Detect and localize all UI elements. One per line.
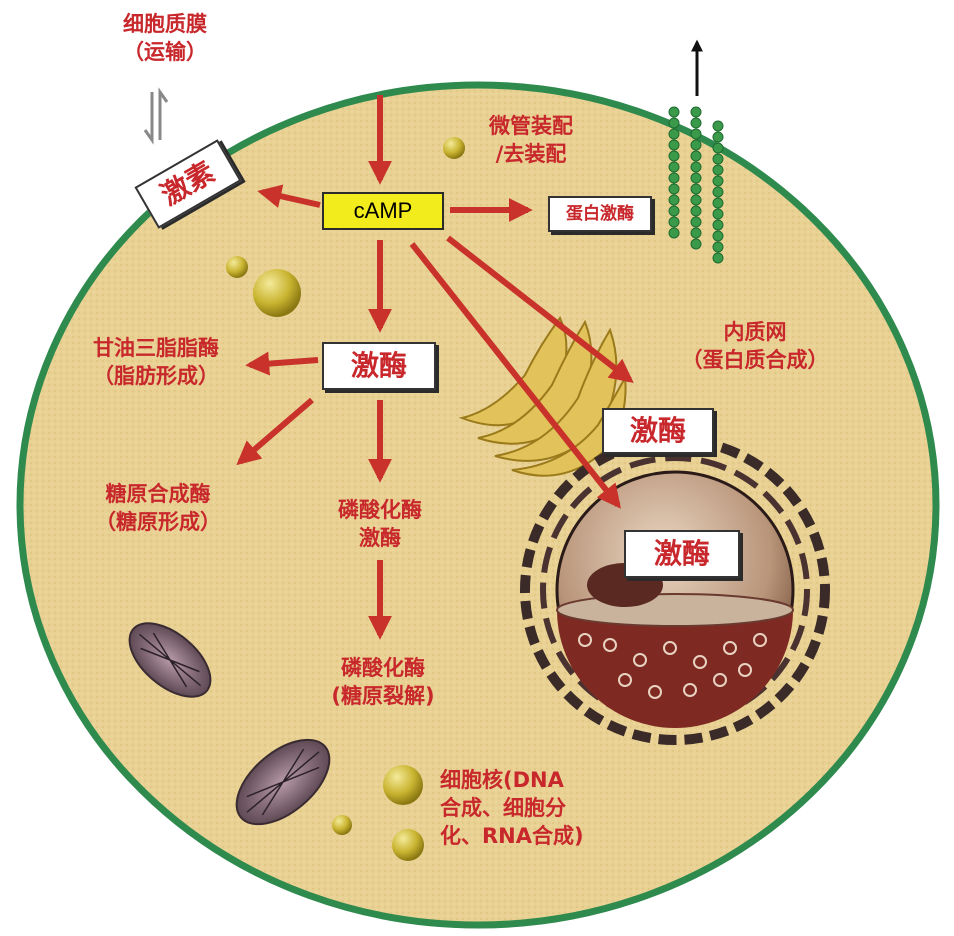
microtubule-bead bbox=[712, 219, 724, 231]
microtubule-bead bbox=[668, 150, 680, 162]
camp-label: cAMP bbox=[353, 198, 413, 223]
lipase-label-line1: 甘油三脂脂酶 bbox=[93, 336, 219, 360]
arrow-camp-to-er-kinase bbox=[446, 235, 634, 383]
nucleus-label-line3: 化、RNA合成) bbox=[440, 824, 584, 848]
vesicle bbox=[383, 765, 423, 805]
microtubule-bead bbox=[712, 230, 724, 242]
microtubule-assembly-label: 微管装配 /去装配 bbox=[466, 112, 596, 168]
kinase-er-box: 激酶 bbox=[602, 408, 714, 454]
transport-arrow-out bbox=[158, 87, 169, 140]
membrane-label-line2: （运输） bbox=[123, 40, 207, 64]
microtubule-bead bbox=[712, 153, 724, 165]
er-label-line1: 内质网 bbox=[723, 320, 787, 344]
phosphorylase-label-line2: (糖原裂解) bbox=[331, 684, 435, 708]
kinase-center-label: 激酶 bbox=[350, 349, 407, 382]
microtubule-bead bbox=[668, 128, 680, 140]
microtubule-bead bbox=[712, 175, 724, 187]
transport-arrow-in bbox=[143, 92, 154, 145]
mitochondrion bbox=[235, 738, 331, 826]
arrow-kinase-to-lipase bbox=[245, 351, 319, 376]
mitochondrion bbox=[128, 622, 212, 698]
microtubule-bead bbox=[712, 164, 724, 176]
microtubule-bead bbox=[668, 183, 680, 195]
lipase-label: 甘油三脂脂酶 （脂肪形成） bbox=[66, 334, 246, 390]
microtubule-bead bbox=[712, 252, 724, 264]
microtubule-bead bbox=[690, 139, 702, 151]
er-label-line2: （蛋白质合成） bbox=[681, 348, 829, 372]
microtubule-bead bbox=[690, 117, 702, 129]
arrow-kinase-to-glycogen-synthase bbox=[236, 397, 314, 466]
glycogen-synthase-label-line1: 糖原合成酶 bbox=[105, 482, 211, 506]
microtubule-bead bbox=[668, 227, 680, 239]
er-label: 内质网 （蛋白质合成） bbox=[665, 318, 845, 374]
kinase-nucleus-box: 激酶 bbox=[624, 530, 740, 578]
microtubule-bead bbox=[668, 117, 680, 129]
microtubule-bead bbox=[690, 194, 702, 206]
microtubule-bead bbox=[712, 208, 724, 220]
phosphorylase-kinase-label-line1: 磷酸化酶 bbox=[338, 498, 422, 522]
microtubule-bead bbox=[690, 128, 702, 140]
lipase-label-line2: （脂肪形成） bbox=[93, 364, 219, 388]
microtubule-label-line1: 微管装配 bbox=[489, 114, 573, 138]
nucleus bbox=[520, 435, 830, 745]
phosphorylase-kinase-label-line2: 激酶 bbox=[359, 526, 401, 550]
microtubule-bead bbox=[712, 142, 724, 154]
phosphorylase-label: 磷酸化酶 (糖原裂解) bbox=[308, 654, 458, 710]
microtubule-bead bbox=[668, 172, 680, 184]
glycogen-synthase-label-line2: （糖原形成） bbox=[95, 510, 221, 534]
microtubule-bead bbox=[712, 197, 724, 209]
membrane-label-line1: 细胞质膜 bbox=[123, 12, 207, 36]
microtubule-bead bbox=[712, 131, 724, 143]
microtubule-bead bbox=[668, 216, 680, 228]
nucleus-label-line2: 合成、细胞分 bbox=[440, 796, 566, 820]
microtubule-bead bbox=[690, 227, 702, 239]
microtubule-bead bbox=[690, 183, 702, 195]
microtubule-bead bbox=[712, 241, 724, 253]
arrow-camp-to-nucleus-kinase bbox=[409, 242, 621, 509]
protein-kinase-label: 蛋白激酶 bbox=[566, 204, 634, 224]
microtubule-bead bbox=[690, 172, 702, 184]
membrane-label: 细胞质膜 （运输） bbox=[95, 10, 235, 66]
microtubule-bead bbox=[668, 139, 680, 151]
vesicle bbox=[253, 269, 301, 317]
microtubule-bead bbox=[690, 216, 702, 228]
vesicle bbox=[332, 815, 352, 835]
phosphorylase-kinase-label: 磷酸化酶 激酶 bbox=[320, 496, 440, 552]
nucleus-function-label: 细胞核(DNA 合成、细胞分 化、RNA合成) bbox=[440, 766, 640, 850]
camp-box: cAMP bbox=[322, 192, 444, 230]
microtubule-label-line2: /去装配 bbox=[495, 142, 567, 166]
microtubule-bead bbox=[690, 238, 702, 250]
protein-kinase-box: 蛋白激酶 bbox=[548, 196, 652, 232]
microtubule-bead bbox=[668, 194, 680, 206]
microtubule-bead bbox=[712, 120, 724, 132]
microtubule-bead bbox=[690, 106, 702, 118]
vesicle bbox=[392, 829, 424, 861]
kinase-er-label: 激酶 bbox=[629, 414, 686, 447]
kinase-center-box: 激酶 bbox=[322, 342, 436, 390]
nucleus-label-line1: 细胞核(DNA bbox=[440, 768, 564, 792]
microtubule-bead bbox=[668, 205, 680, 217]
phosphorylase-label-line1: 磷酸化酶 bbox=[341, 656, 425, 680]
vesicle bbox=[443, 137, 465, 159]
signal-arrows bbox=[236, 95, 634, 640]
arrow-camp-to-hormone bbox=[257, 184, 321, 208]
vesicle bbox=[226, 256, 248, 278]
microtubule-bead bbox=[690, 161, 702, 173]
microtubule-bead bbox=[668, 161, 680, 173]
microtubule-bead bbox=[668, 106, 680, 118]
microtubules bbox=[668, 106, 724, 264]
glycogen-synthase-label: 糖原合成酶 （糖原形成） bbox=[78, 480, 238, 536]
microtubule-bead bbox=[690, 150, 702, 162]
microtubule-bead bbox=[690, 205, 702, 217]
kinase-nucleus-label: 激酶 bbox=[653, 537, 710, 570]
microtubule-bead bbox=[712, 186, 724, 198]
